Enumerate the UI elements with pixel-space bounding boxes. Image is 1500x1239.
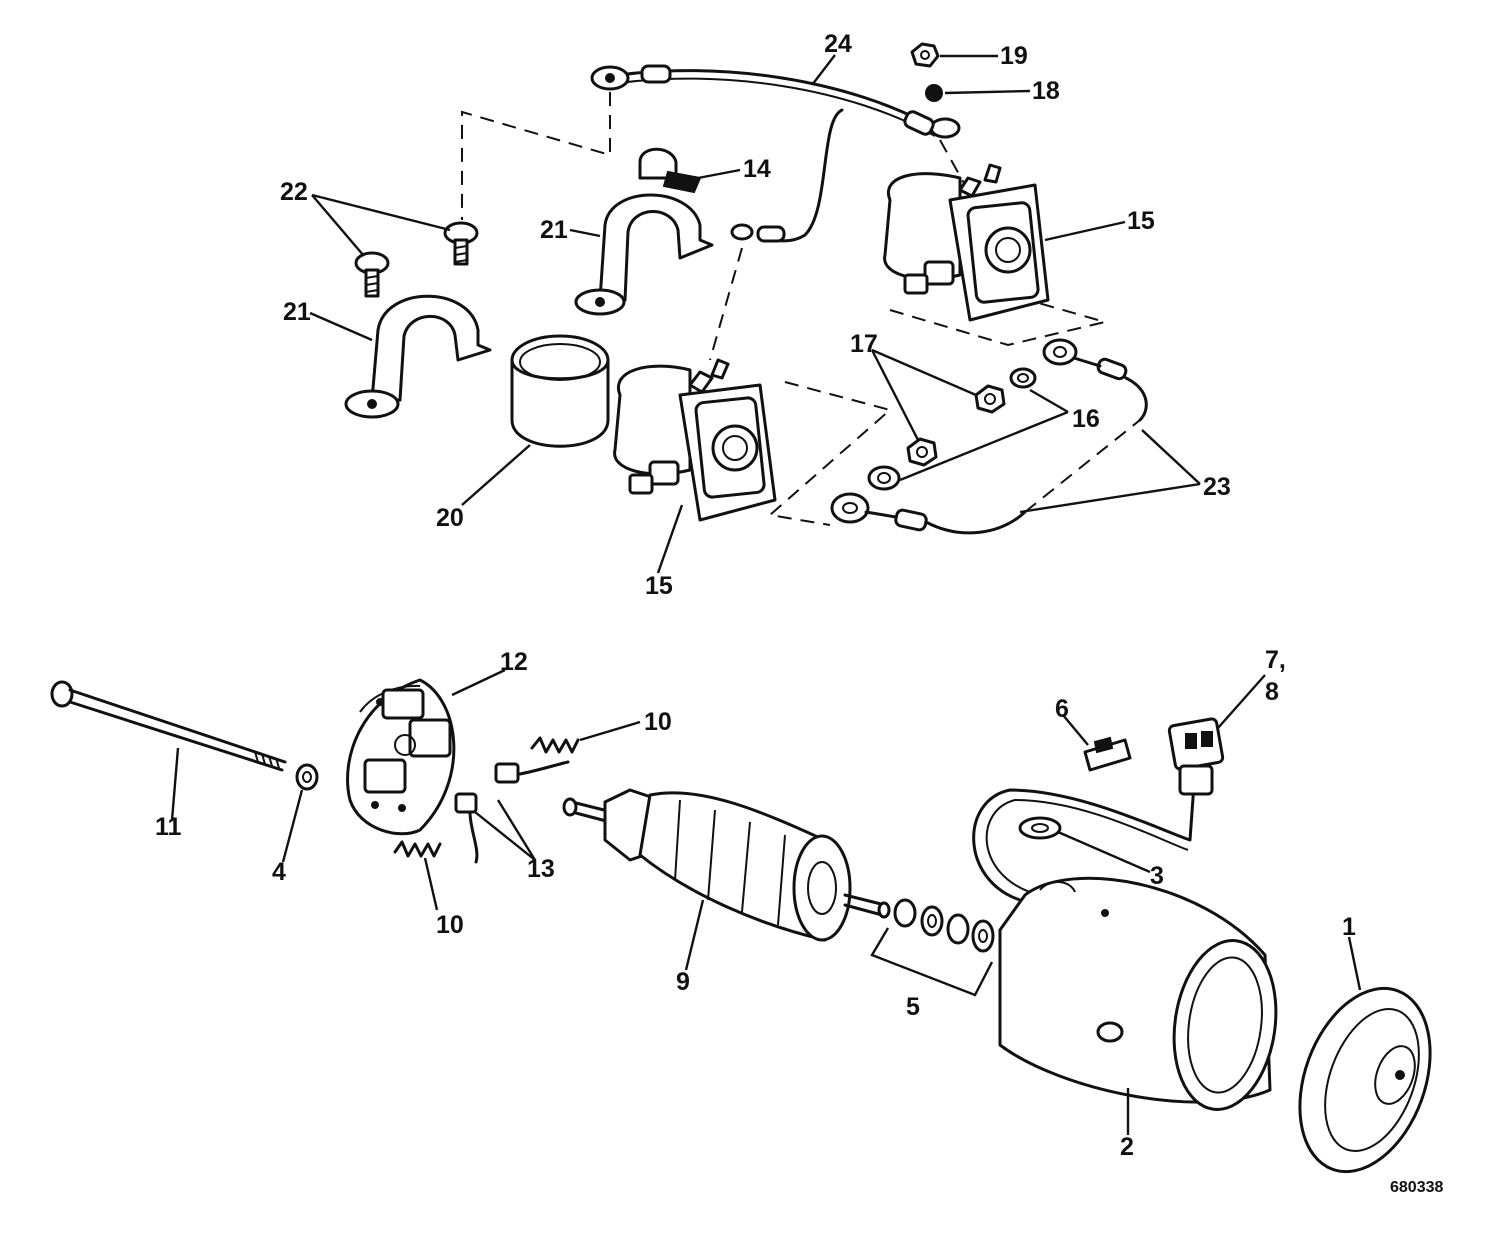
callout-8: 8 <box>1265 678 1279 706</box>
callout-5: 5 <box>906 993 920 1021</box>
callout-4: 4 <box>272 858 286 886</box>
armature-9 <box>562 788 891 942</box>
solenoid-15-right <box>883 163 1050 322</box>
lock-washer-16-lower <box>867 465 901 491</box>
callout-17: 17 <box>850 330 878 358</box>
brush-spring-10-upper <box>530 736 580 754</box>
mounting-strap-21-upper <box>574 193 714 316</box>
retainer-clip-6 <box>1083 736 1132 772</box>
callout-18: 18 <box>1032 77 1060 105</box>
grommet-3 <box>1018 816 1062 840</box>
cable-clip-14 <box>638 147 702 194</box>
brush-13-lower <box>454 792 479 864</box>
brush-13-upper <box>494 760 570 784</box>
battery-cable <box>590 64 961 243</box>
lock-washer-16-upper <box>1009 367 1037 389</box>
callout-11: 11 <box>155 813 182 841</box>
callout-21-upper: 21 <box>540 216 568 244</box>
callout-10-upper: 10 <box>644 708 672 736</box>
field-frame-2 <box>998 876 1278 1111</box>
callout-2: 2 <box>1120 1133 1134 1161</box>
callout-6: 6 <box>1055 695 1069 723</box>
screw-22-left <box>354 251 390 298</box>
callout-16: 16 <box>1072 405 1100 433</box>
callout-1: 1 <box>1342 913 1356 941</box>
callout-23: 23 <box>1203 473 1231 501</box>
leader-lines <box>170 54 1362 1135</box>
callout-13: 13 <box>527 855 555 883</box>
thru-bolt-11 <box>50 680 287 772</box>
callout-24: 24 <box>824 30 852 58</box>
callout-labels: 24 19 18 14 15 22 21 21 17 16 23 20 15 1… <box>155 30 1443 1196</box>
hex-nut-17-lower <box>906 437 938 467</box>
callout-3: 3 <box>1150 862 1164 890</box>
field-lead-wire <box>972 768 1197 902</box>
callout-22: 22 <box>280 178 308 206</box>
assembly-dashed-lines <box>461 92 1141 526</box>
end-cap-1 <box>1298 986 1432 1174</box>
connector-7-8 <box>1167 717 1225 796</box>
brush-end-plate-12 <box>346 678 456 836</box>
brush-spring-10-lower <box>393 840 442 858</box>
screw-22-right <box>443 221 479 266</box>
thrust-washers-5 <box>893 898 995 953</box>
callout-15-center: 15 <box>645 572 673 600</box>
hex-nut-17-upper <box>974 384 1006 414</box>
callout-14: 14 <box>743 155 771 183</box>
mounting-strap-21-lower <box>344 294 492 419</box>
solenoid-15-center <box>613 358 777 522</box>
lock-washer-4 <box>295 763 319 791</box>
solenoid-sleeve-20 <box>510 334 610 448</box>
callout-20: 20 <box>436 504 464 532</box>
callout-15-right: 15 <box>1127 207 1155 235</box>
callout-10-lower: 10 <box>436 911 464 939</box>
callout-7: 7, <box>1265 646 1286 674</box>
lock-washer-18 <box>925 84 943 102</box>
callout-21-lower: 21 <box>283 298 311 326</box>
solenoid-lead-23-upper <box>1042 338 1148 422</box>
bracket-5 <box>870 927 994 997</box>
nut-19 <box>910 42 940 68</box>
solenoid-lead-23-lower <box>830 492 1027 535</box>
callout-9: 9 <box>676 968 690 996</box>
callout-12: 12 <box>500 648 528 676</box>
figure-reference-number: 680338 <box>1390 1179 1443 1196</box>
callout-19: 19 <box>1000 42 1028 70</box>
